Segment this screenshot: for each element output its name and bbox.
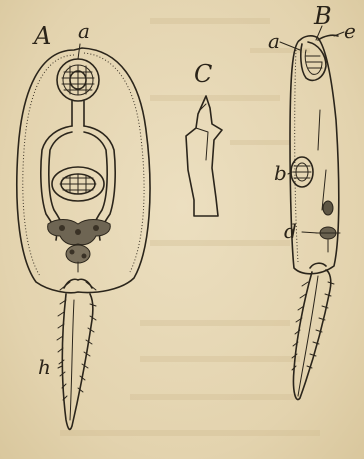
label-d: d [284,219,297,243]
label-B: B [313,2,332,30]
label-C: C [194,60,212,88]
figure-a-oral-sucker [57,59,99,101]
label-e: e [344,19,356,43]
label-a-side: a [268,29,280,53]
figure-b [290,35,340,399]
figure-c [186,96,222,216]
label-h: h [38,355,51,379]
figure-a-ventral-sucker [52,167,104,201]
label-A: A [32,22,51,50]
figure-c-outline [186,96,222,216]
figure-b-oral-sucker [301,42,326,80]
figure-a-tail [62,294,93,429]
figure-b-tail [293,270,330,400]
label-b: b [274,161,287,185]
figure-a-gland-cluster [48,220,111,273]
figure-a [17,48,150,429]
label-a-top: a [78,19,90,43]
figure-b-ventral-sucker [291,157,313,187]
